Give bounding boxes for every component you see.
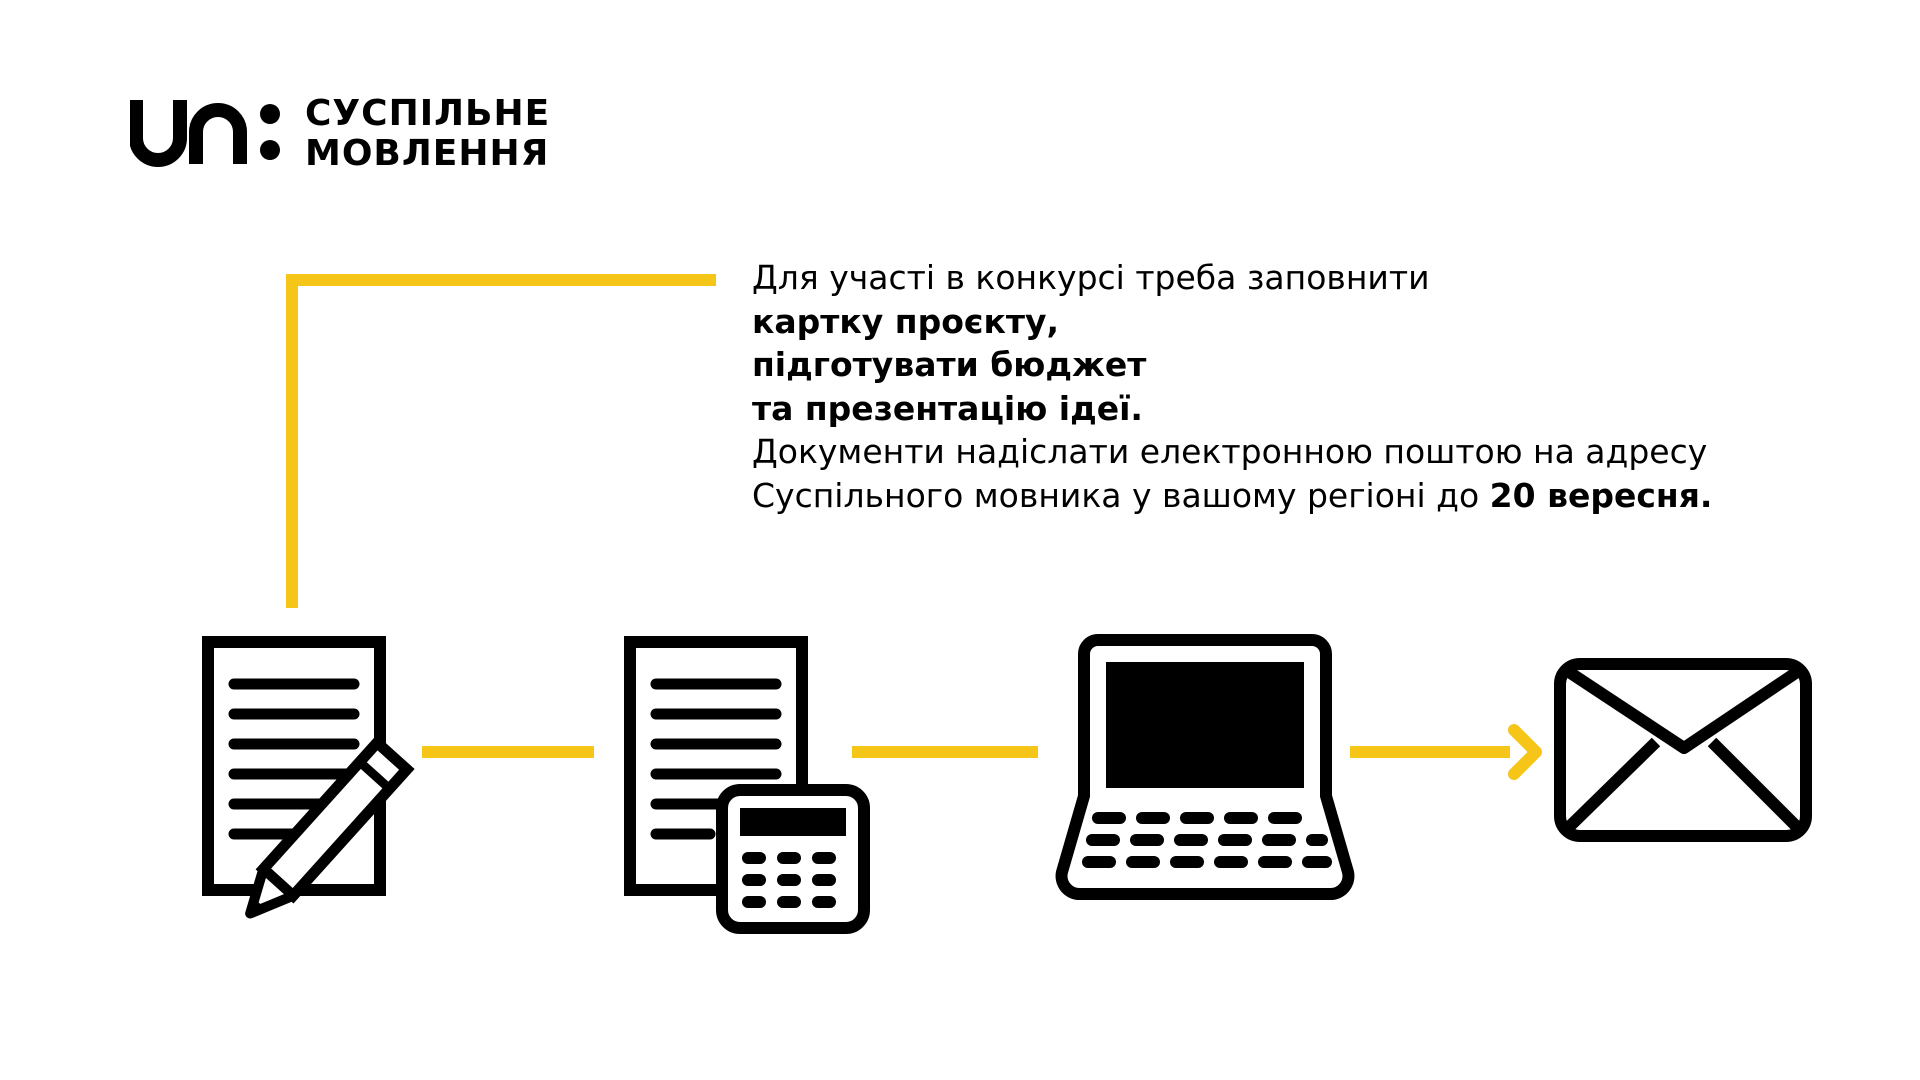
- description-send-line: Документи надіслати електронною поштою н…: [752, 432, 1708, 472]
- document-calculator-icon: [624, 636, 870, 934]
- document-pencil-icon: [202, 636, 415, 919]
- logo-line-1: СУСПІЛЬНЕ: [305, 93, 551, 134]
- description-intro: Для участі в конкурсі треба заповнити: [752, 258, 1430, 297]
- description-deadline-line: Суспільного мовника у вашому регіоні до …: [752, 474, 1872, 518]
- deadline-prefix: Суспільного мовника у вашому регіоні до: [752, 475, 1490, 515]
- arrow-head-icon: [1508, 724, 1542, 780]
- description-item-presentation: та презентацію ідеї.: [752, 388, 1143, 428]
- laptop-icon: [1055, 634, 1355, 900]
- logo-wordmark: СУСПІЛЬНЕ МОВЛЕННЯ: [305, 94, 550, 174]
- deadline-date: 20 вересня.: [1489, 475, 1713, 515]
- logo-line-2: МОВЛЕННЯ: [305, 133, 550, 174]
- description-text: Для участі в конкурсі треба заповнити ка…: [752, 256, 1872, 518]
- ua-logo-icon: [130, 100, 280, 167]
- envelope-icon: [1554, 658, 1812, 842]
- description-item-project-card: картку проєкту,: [752, 301, 1060, 341]
- bracket-connector: [286, 274, 716, 608]
- description-item-budget: підготувати бюджет: [752, 345, 1147, 385]
